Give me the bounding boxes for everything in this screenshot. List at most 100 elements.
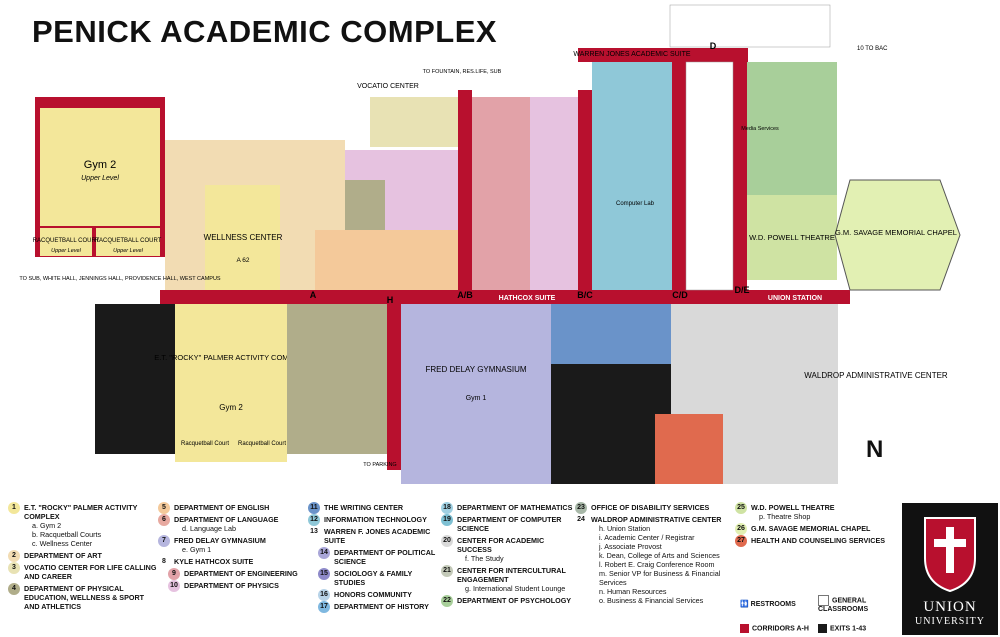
legend-dot: 10 [168,580,180,592]
wellness-center [205,185,280,290]
corridor-letters: A H A/B B/C C/D D/E D [310,41,750,305]
corridor-top [578,48,748,62]
key-corridors: CORRIDORS A-H [740,624,809,633]
legend-dot: 4 [8,583,20,595]
legend-label: DEPARTMENT OF POLITICAL SCIENCE [334,548,436,566]
legend-dot: 2 [8,550,20,562]
to-fountain-label: TO FOUNTAIN, RES.LIFE, SUB [423,69,502,75]
legend-dot: 27 [735,535,747,547]
computer-lab-label: Computer Lab [616,201,655,207]
legend-item-7: 7 FRED DELAY GYMNASIUM e. Gym 1 [158,535,303,554]
legend-dot: 26 [735,523,747,535]
legend-dot: 5 [158,502,170,514]
legend-sub: d. Language Lab [182,524,236,533]
legend-item-16: 16 HONORS COMMUNITY [318,589,440,601]
campus-map: Gym 2 Upper Level RACQUETBALL COURT Uppe… [19,4,961,484]
legend-item-2: 2 DEPARTMENT OF ART [8,550,158,562]
legend-label: DEPARTMENT OF HISTORY [334,602,429,611]
legend-label: DEPARTMENT OF PHYSICAL EDUCATION, WELLNE… [24,584,145,611]
etrocky-label: E.T. "ROCKY" PALMER ACTIVITY COMPLEX [154,353,307,362]
legend-label: CENTER FOR INTERCULTURAL ENGAGEMENT [457,566,566,584]
gym2-upper-label: Gym 2 [84,159,116,171]
legend-label: DEPARTMENT OF LANGUAGE [174,515,279,524]
legend-sub: j. Associate Provost [599,542,662,551]
powell-label: W.D. POWELL THEATRE [749,233,835,242]
d-block [747,62,837,195]
legend-label: DEPARTMENT OF ART [24,551,102,560]
corridor-letter-h: H [387,295,394,305]
legend-dot: 19 [441,514,453,526]
legend-label: OFFICE OF DISABILITY SERVICES [591,503,710,512]
legend-label: HONORS COMMUNITY [334,590,412,599]
legend-dot: 7 [158,535,170,547]
restroom-icon: 🚻 [740,601,751,608]
corridor-swatch [740,624,749,633]
d-top-rooms [669,4,831,48]
powell-theatre [747,195,837,280]
legend-sub: h. Union Station [599,524,651,533]
racquet-upper-2-label: RACQUETBALL COURT [95,238,162,244]
legend-dot: 13 [308,526,320,538]
corridor-h [387,290,401,470]
legend-dot: 1 [8,502,20,514]
racquet-upper-1-label: RACQUETBALL COURT [33,238,100,244]
legend-sub: o. Business & Financial Services [599,596,704,605]
savage-chapel [834,179,961,291]
legend-dot: 22 [441,595,453,607]
corridor-letter-a: A [310,290,317,300]
legend-item-4: 4 DEPARTMENT OF PHYSICAL EDUCATION, WELLN… [8,583,158,611]
legend-label: FRED DELAY GYMNASIUM [174,536,266,545]
to-sub-label: TO SUB, WHITE HALL, JENNINGS HALL, PROVI… [19,276,221,282]
legend-dot: 11 [308,502,320,514]
union-name: UNION [923,599,977,615]
racquet-court-b-label: Racquetball Court [238,441,286,447]
pe-block [345,180,385,230]
legend-sub: i. Academic Center / Registrar [599,533,695,542]
legend-sub: a. Gym 2 [32,521,62,530]
waldrop-center [723,304,838,484]
legend-dot: 16 [318,589,330,601]
legend-sub: n. Human Resources [599,587,667,596]
b-pink-block [530,97,578,290]
vocatio-label: VOCATIO CENTER [357,83,419,90]
corridor-letter-d: D [710,41,717,51]
legend-sub: p. Theatre Shop [759,512,811,521]
legend-dot: 17 [318,601,330,613]
gym2-upper-building: Gym 2 Upper Level RACQUETBALL COURT Uppe… [33,97,165,257]
etrocky-dark [95,304,175,454]
legend-label: W.D. POWELL THEATRE [751,503,835,512]
legend-label: INFORMATION TECHNOLOGY [324,515,427,524]
legend-label: DEPARTMENT OF COMPUTER SCIENCE [457,515,562,533]
legend-label: DEPARTMENT OF MATHEMATICS [457,503,573,512]
legend-sub: f. The Study [465,554,504,563]
writing-center [551,304,671,364]
wellness-label: WELLNESS CENTER [204,233,283,242]
corridor-letter-cd: C/D [672,290,688,300]
vocatio-block [370,97,458,147]
legend-sub: b. Racquetball Courts [32,530,102,539]
union-name2: UNIVERSITY [915,616,985,627]
chapel-label: G.M. SAVAGE MEMORIAL CHAPEL [835,228,957,237]
page-title: PENICK ACADEMIC COMPLEX [32,14,498,49]
legend-sub: e. Gym 1 [182,545,212,554]
racquet-upper-1-sublabel: Upper Level [51,248,81,254]
legend-label: VOCATIO CENTER FOR LIFE CALLING AND CARE… [24,563,157,581]
union-university-logo: UNION UNIVERSITY [902,503,998,635]
